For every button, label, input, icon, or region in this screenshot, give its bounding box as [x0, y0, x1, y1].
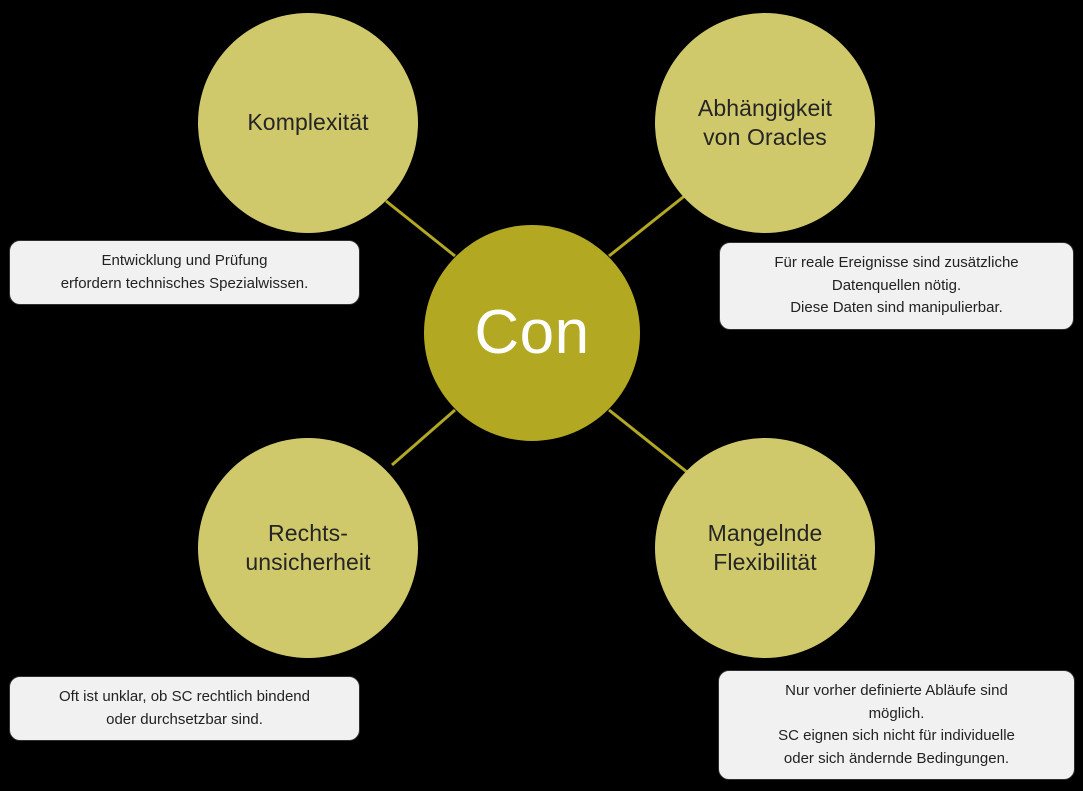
connector-hub-to-complexity [385, 199, 456, 258]
node-flexibility-label: Mangelnde Flexibilität [707, 519, 823, 575]
hub-label: Con [474, 298, 590, 367]
connector-hub-to-oracles [608, 192, 688, 258]
connector-hub-to-flexibility [608, 408, 688, 474]
callout-complexity: Entwicklung und Prüfung erfordern techni… [9, 240, 360, 305]
node-complexity-label: Komplexität [247, 109, 369, 136]
node-legal[interactable]: Rechts- unsicherheit [198, 438, 418, 658]
node-flexibility[interactable]: Mangelnde Flexibilität [655, 438, 875, 658]
callout-legal: Oft ist unklar, ob SC rechtlich bindend … [9, 676, 360, 741]
callout-flexibility: Nur vorher definierte Abläufe sind mögli… [718, 670, 1075, 780]
node-hub-con[interactable]: Con [424, 225, 640, 441]
connector-hub-to-legal [391, 408, 456, 467]
node-legal-label: Rechts- unsicherheit [245, 519, 371, 575]
node-oracles-label: Abhängigkeit von Oracles [697, 94, 833, 150]
node-oracles[interactable]: Abhängigkeit von Oracles [655, 13, 875, 233]
callout-oracles: Für reale Ereignisse sind zusätzliche Da… [719, 242, 1074, 330]
node-complexity[interactable]: Komplexität [198, 13, 418, 233]
